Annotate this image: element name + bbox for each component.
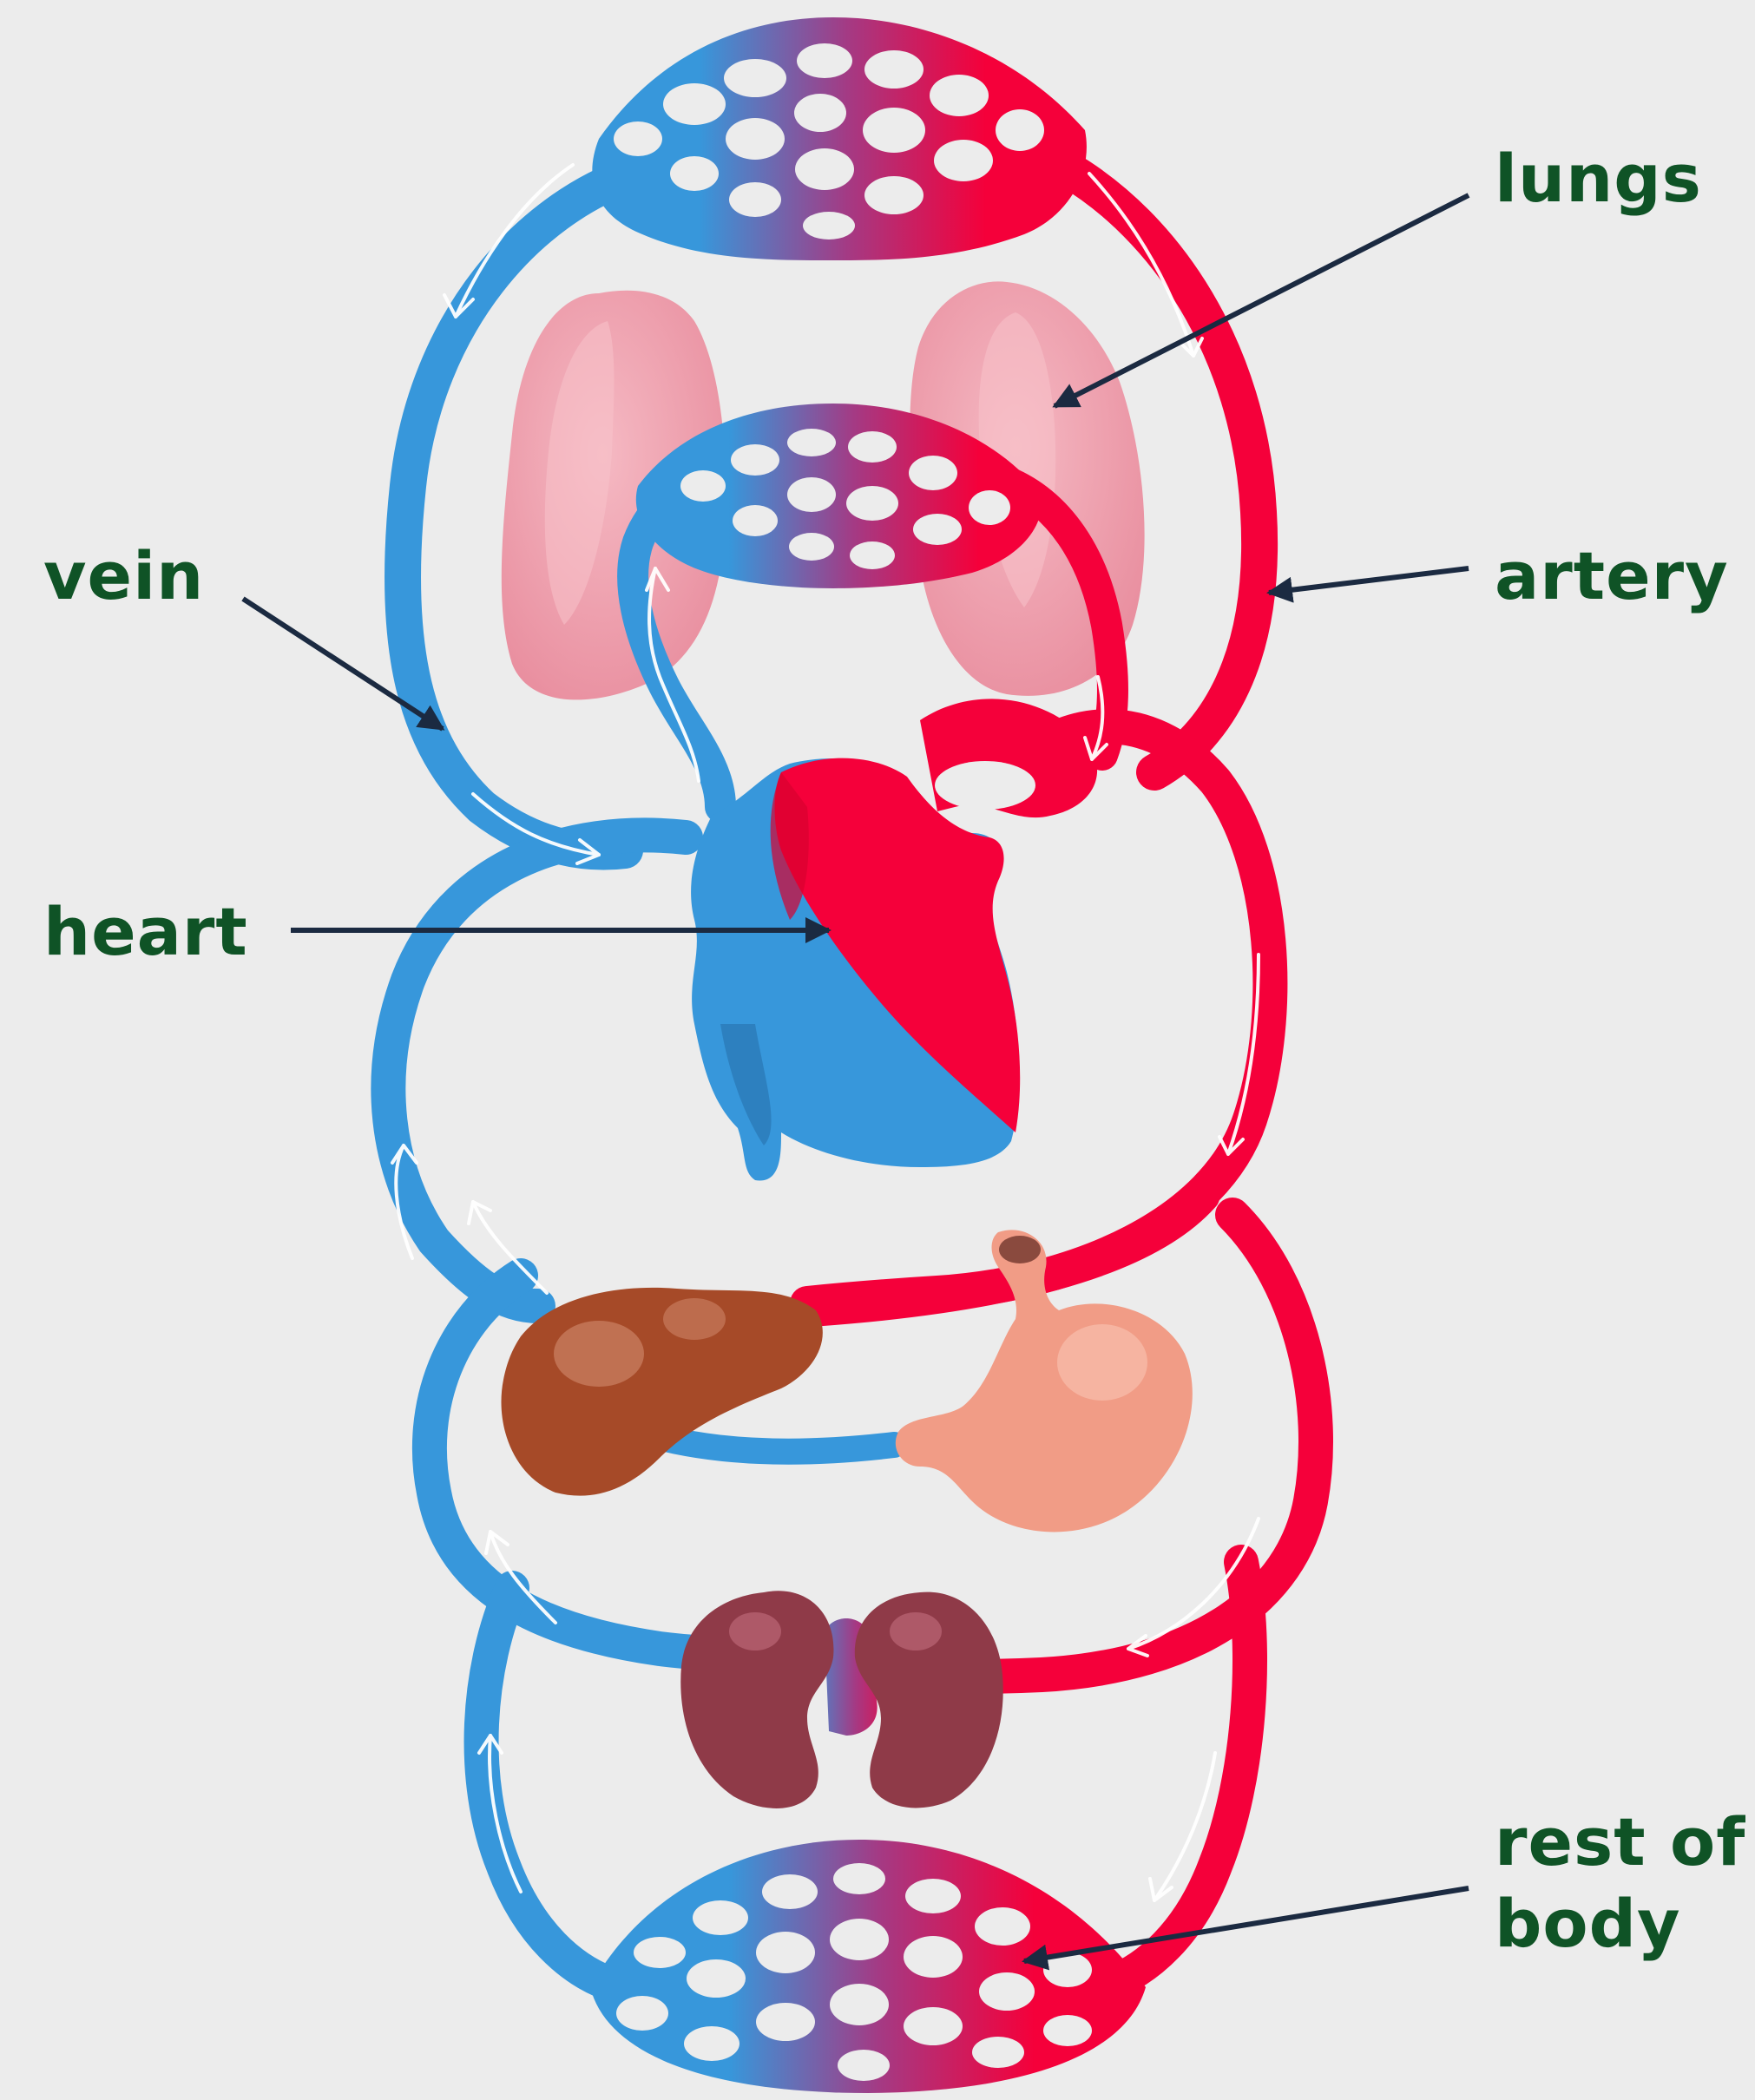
body-capillary-network: [590, 1840, 1146, 2093]
vein-heart-ring: [388, 835, 686, 1306]
liver-icon: [502, 1288, 823, 1496]
heart-icon: [691, 699, 1097, 1180]
rest-of-body-line2: body: [1495, 1883, 1745, 1965]
rest-of-body-label: rest of body: [1495, 1801, 1745, 1965]
lungs-label: lungs: [1495, 139, 1702, 219]
artery-label: artery: [1495, 536, 1729, 616]
capillary-network-icon: [592, 17, 1087, 260]
rest-of-body-line1: rest of: [1495, 1801, 1745, 1883]
heart-label: heart: [43, 892, 248, 972]
kidneys-icon: [680, 1591, 1003, 1808]
vein-label: vein: [43, 536, 204, 616]
stomach-icon: [896, 1230, 1193, 1532]
artery-pointer: [1269, 568, 1469, 593]
body-pointer: [1024, 1888, 1469, 1961]
